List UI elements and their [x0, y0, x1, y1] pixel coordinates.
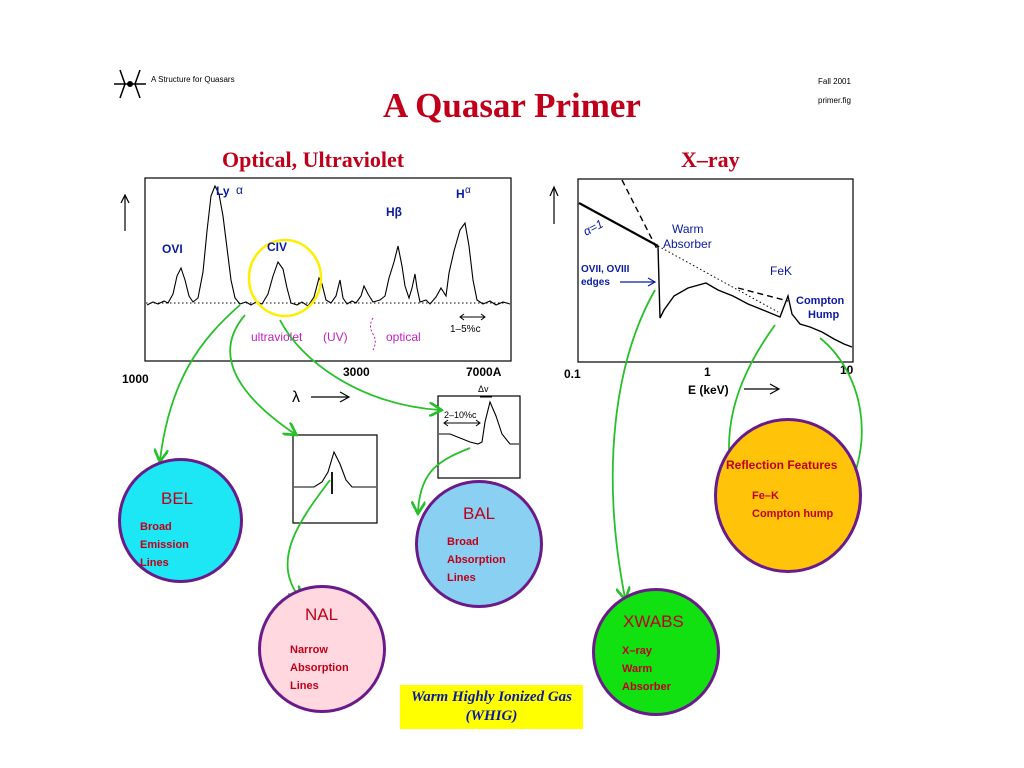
ultraviolet-region-label: ultraviolet — [251, 330, 303, 344]
edges-label-1: OVII, OVIII — [581, 264, 630, 275]
reflection-title: Reflection Features — [726, 458, 838, 472]
civ-highlight-ring — [247, 238, 323, 318]
optical-region-label: optical — [386, 330, 421, 344]
xwabs-line-1: X–ray — [622, 645, 652, 657]
arrow-civ-to-bal-inset — [279, 319, 440, 410]
compton-label-1: Compton — [796, 295, 845, 307]
optical-spectrum-plot: OVI Ly α CIV Hβ H α ultraviolet (UV) opt… — [120, 177, 512, 406]
arrow-civ-to-nal-inset — [229, 314, 295, 434]
dv-label: Δv — [478, 384, 489, 394]
bal-line-1: Broad — [447, 536, 479, 548]
compton-label-2: Hump — [808, 309, 839, 321]
ovi-label: OVI — [162, 242, 183, 256]
optical-x-max: 7000A — [466, 365, 502, 379]
bal-title: BAL — [463, 504, 496, 523]
xray-x-min: 0.1 — [564, 367, 581, 381]
header-caption: A Structure for Quasars — [151, 75, 235, 84]
nal-line-3: Lines — [290, 680, 319, 692]
nal-line-1: Narrow — [290, 644, 328, 656]
reflection-description: Fe–K Compton hump — [752, 487, 833, 523]
ly-alpha-label: Ly — [216, 184, 230, 198]
bel-line-1: Broad — [140, 521, 172, 533]
bel-title: BEL — [161, 489, 194, 508]
optical-panel-title: Optical, Ultraviolet — [222, 147, 405, 172]
edges-label-2: edges — [581, 277, 610, 288]
fek-label: FeK — [770, 264, 792, 278]
arrow-edge-to-xwabs — [611, 289, 656, 598]
nal-description: Narrow Absorption Lines — [290, 641, 349, 695]
xwabs-circle: XWABS X–ray Warm Absorber — [592, 588, 720, 716]
arrow-lya-to-bel — [160, 304, 241, 460]
width-scale-label: 1–5%c — [450, 324, 481, 335]
reflection-line-2: Compton hump — [752, 508, 834, 520]
xray-spectrum-plot: α=1 Warm Absorber OVII, OVIII edges FeK … — [549, 178, 854, 397]
nal-line-2: Absorption — [290, 662, 349, 674]
h-alpha-symbol: α — [465, 185, 471, 196]
nal-circle: NAL Narrow Absorption Lines — [258, 585, 386, 713]
uv-abbreviation-label: (UV) — [323, 330, 348, 344]
xray-panel-title: X–ray — [681, 147, 740, 172]
bal-circle: BAL Broad Absorption Lines — [415, 480, 543, 608]
whig-line-1: Warm Highly Ionized Gas — [411, 689, 572, 705]
xwabs-title: XWABS — [623, 612, 684, 631]
whig-label-box: Warm Highly Ionized Gas (WHIG) — [400, 685, 583, 729]
optical-x-mid: 3000 — [343, 365, 370, 379]
lambda-axis-label: λ — [292, 389, 300, 406]
optical-x-min: 1000 — [122, 372, 149, 386]
arrow-nal-inset-to-nal — [286, 479, 331, 598]
nal-inset-plot — [292, 434, 378, 524]
warm-absorber-label-2: Absorber — [663, 237, 712, 251]
header-filename: primer.fig — [818, 96, 851, 105]
bal-inset-plot: Δv 2–10%c — [437, 384, 521, 479]
h-beta-label: Hβ — [386, 205, 402, 219]
nal-title: NAL — [305, 605, 339, 624]
bal-width-label: 2–10%c — [444, 410, 477, 420]
optical-spectrum-line — [146, 184, 511, 307]
reflection-circle: Reflection Features Fe–K Compton hump — [714, 418, 862, 573]
bal-description: Broad Absorption Lines — [447, 533, 506, 587]
civ-label: CIV — [267, 240, 287, 254]
bel-line-2: Emission — [140, 539, 189, 551]
header-date: Fall 2001 — [818, 77, 851, 86]
bel-description: Broad Emission Lines — [140, 518, 189, 572]
bal-line-3: Lines — [447, 572, 476, 584]
reflection-line-1: Fe–K — [752, 490, 779, 502]
whig-line-2: (WHIG) — [465, 708, 518, 724]
bal-line-2: Absorption — [447, 554, 506, 566]
xwabs-line-2: Warm — [622, 663, 653, 675]
warm-absorber-label-1: Warm — [672, 222, 704, 236]
energy-axis-label: E (keV) — [688, 383, 729, 397]
xwabs-description: X–ray Warm Absorber — [622, 642, 671, 696]
h-alpha-label: H — [456, 187, 465, 201]
xwabs-line-3: Absorber — [622, 681, 671, 693]
bel-circle: BEL Broad Emission Lines — [118, 458, 243, 583]
arrow-bal-inset-to-bal — [418, 447, 471, 512]
xray-x-mid: 1 — [704, 365, 711, 379]
quasar-logo-icon — [114, 69, 146, 99]
bel-line-3: Lines — [140, 557, 169, 569]
page-title: A Quasar Primer — [383, 86, 641, 125]
ly-alpha-symbol: α — [236, 183, 243, 197]
